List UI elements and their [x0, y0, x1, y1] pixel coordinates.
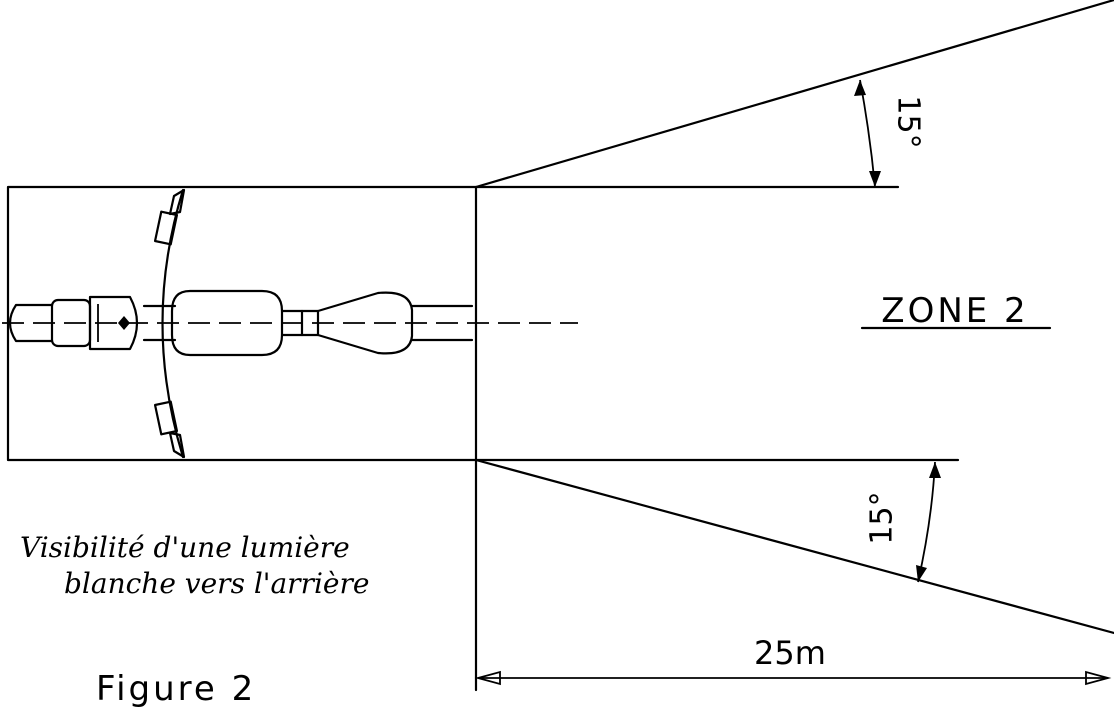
distance-label: 25m	[754, 634, 826, 672]
angle-label-top: 15°	[891, 95, 926, 148]
angle-arc-bottom	[916, 461, 941, 583]
svg-text:15°: 15°	[891, 95, 926, 148]
boat-illustration	[8, 188, 474, 459]
figure-label: Figure 2	[96, 669, 256, 709]
angle-label-bottom: 15°	[865, 491, 900, 544]
caption-line-2: blanche vers l'arrière	[64, 567, 369, 600]
zone-label: ZONE 2	[881, 291, 1028, 331]
angle-arc-top	[854, 79, 881, 188]
caption-line-1: Visibilité d'une lumière	[20, 531, 350, 564]
zone-ray-bottom	[474, 458, 1114, 635]
distance-dimension	[474, 670, 1112, 686]
zone-ray-top	[474, 0, 1114, 189]
svg-text:15°: 15°	[865, 491, 900, 544]
